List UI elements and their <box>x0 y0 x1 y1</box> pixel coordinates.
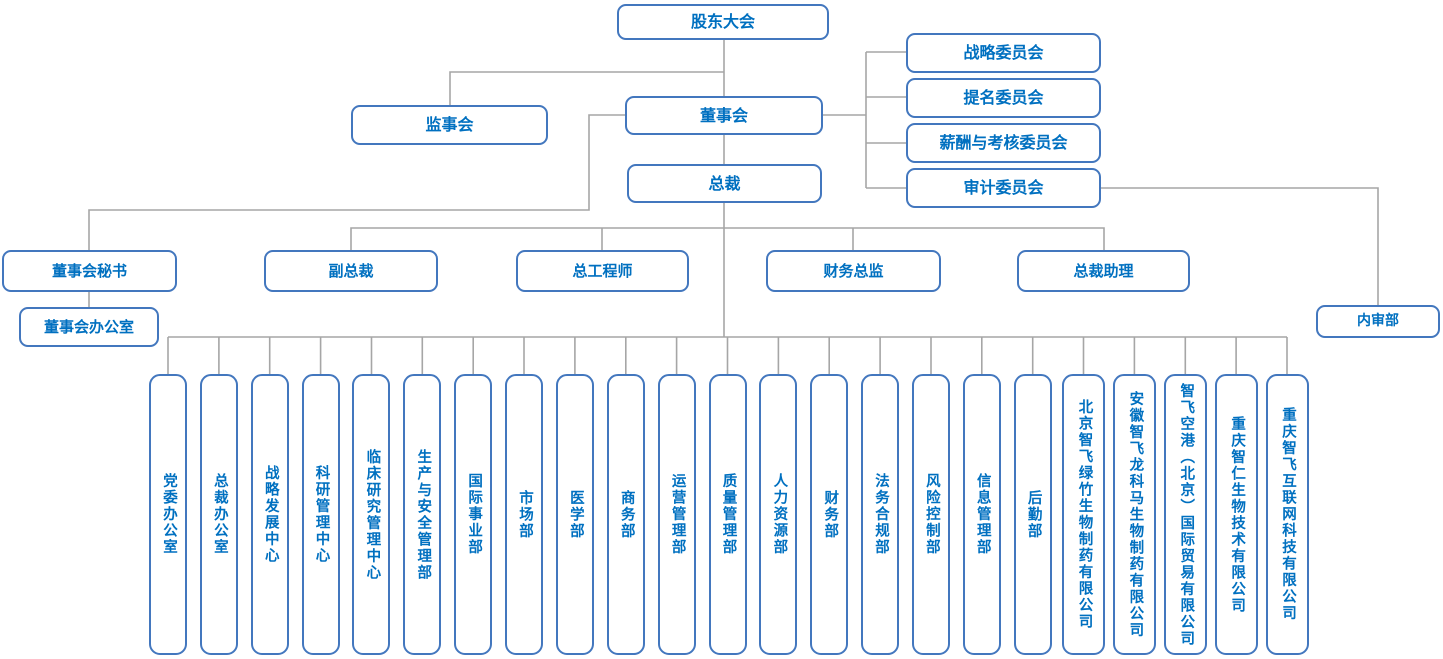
node-committee: 提名委员会 <box>906 78 1101 118</box>
node-department: 医学部 <box>555 374 594 655</box>
node-department: 商务部 <box>606 374 645 655</box>
node-department: 风险控制部 <box>911 374 950 655</box>
node-board-secretary: 董事会秘书 <box>2 250 177 292</box>
node-department: 重庆智仁生物技术有限公司 <box>1214 374 1258 655</box>
node-tier2: 副总裁 <box>264 250 438 292</box>
node-board-office: 董事会办公室 <box>19 307 159 347</box>
node-department: 北京智飞绿竹生物制药有限公司 <box>1062 374 1106 655</box>
node-department: 党委办公室 <box>149 374 187 655</box>
node-tier2: 总工程师 <box>516 250 689 292</box>
node-department: 安徽智飞龙科马生物制药有限公司 <box>1112 374 1156 655</box>
node-department: 市场部 <box>505 374 544 655</box>
node-department: 战略发展中心 <box>250 374 289 655</box>
node-department: 总裁办公室 <box>199 374 238 655</box>
node-committee: 薪酬与考核委员会 <box>906 123 1101 163</box>
node-department: 运营管理部 <box>657 374 696 655</box>
line-committees-trunk <box>823 51 906 189</box>
node-department: 质量管理部 <box>708 374 747 655</box>
node-committee: 战略委员会 <box>906 33 1101 73</box>
node-department: 财务部 <box>810 374 849 655</box>
node-department: 后勤部 <box>1013 374 1052 655</box>
node-president: 总裁 <box>627 164 822 203</box>
node-committee: 审计委员会 <box>906 168 1101 208</box>
node-supervisory-board: 监事会 <box>351 105 548 145</box>
node-department: 法务合规部 <box>861 374 900 655</box>
node-department: 生产与安全管理部 <box>403 374 442 655</box>
node-internal-audit: 内审部 <box>1316 305 1440 338</box>
node-department: 智飞空港（北京）国际贸易有限公司 <box>1163 374 1207 655</box>
node-department: 重庆智飞互联网科技有限公司 <box>1265 374 1309 655</box>
line-bottom-drops <box>167 337 1288 374</box>
node-department: 临床研究管理中心 <box>352 374 391 655</box>
node-shareholders-meeting: 股东大会 <box>617 4 829 40</box>
line-tier2-trunk <box>350 227 1105 250</box>
node-department: 人力资源部 <box>759 374 798 655</box>
node-department: 信息管理部 <box>962 374 1001 655</box>
node-department: 科研管理中心 <box>301 374 340 655</box>
node-department: 国际事业部 <box>454 374 493 655</box>
node-tier2: 财务总监 <box>766 250 941 292</box>
node-tier2: 总裁助理 <box>1017 250 1190 292</box>
node-board-of-directors: 董事会 <box>625 96 823 135</box>
